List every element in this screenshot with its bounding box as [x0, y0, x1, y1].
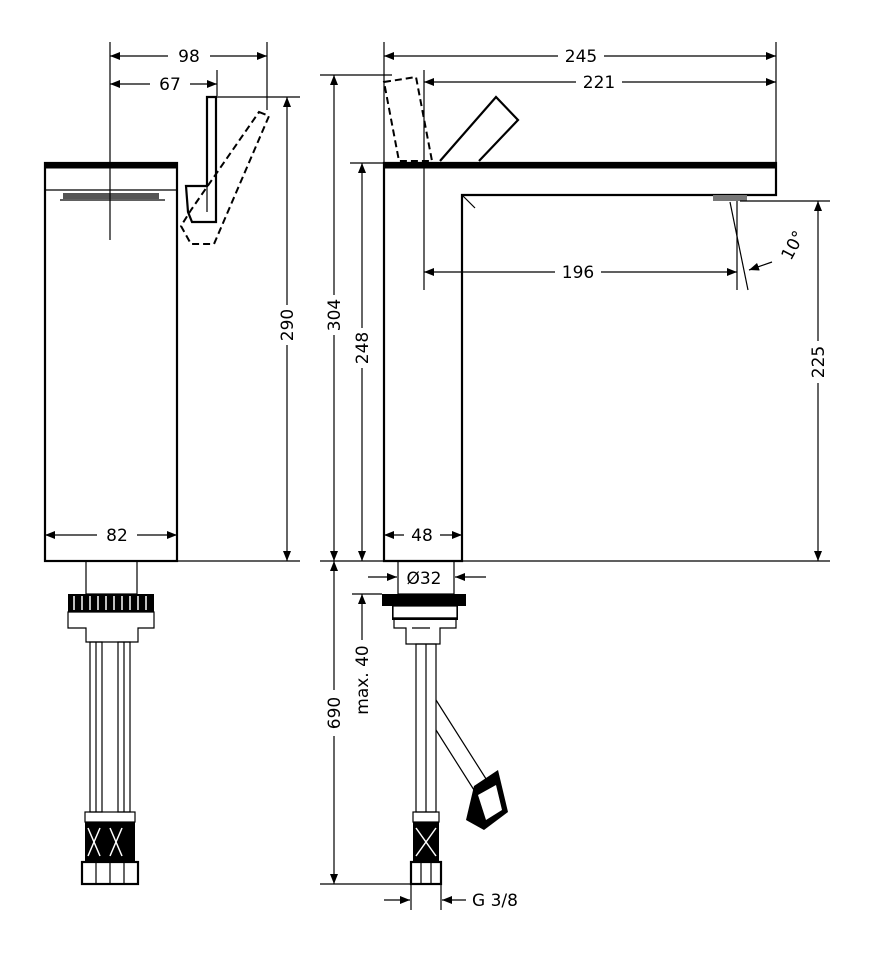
front-washer [393, 617, 457, 645]
side-view: 98 67 290 82 [43, 42, 300, 886]
front-inner-corner [461, 194, 476, 209]
dim-290-label: 290 [278, 309, 298, 341]
dim-10deg-arrow [748, 261, 773, 271]
front-hex-nut [409, 860, 443, 886]
dim-245-label: 245 [565, 47, 597, 67]
dim-304-label: 304 [325, 299, 345, 331]
front-aerator [713, 195, 747, 201]
side-lever-open-position [179, 110, 271, 245]
side-fitting-crosshatch [87, 827, 123, 857]
side-body-outline [43, 161, 179, 563]
dim-max40-label: max. 40 [353, 645, 373, 714]
dim-82-label: 82 [106, 526, 128, 546]
dim-221-label: 221 [583, 73, 615, 93]
dim-67-label: 67 [159, 75, 181, 95]
dim-diameter-label: Ø32 [406, 569, 441, 589]
front-view: 245 221 304 248 196 10° 225 48 Ø32 [320, 42, 830, 911]
side-washer [67, 611, 155, 643]
front-hose-angled [435, 699, 489, 791]
front-hose-collar [412, 811, 440, 823]
dim-98-label: 98 [178, 47, 200, 67]
dim-10deg-label: 10° [778, 228, 810, 264]
front-body-outline [382, 161, 778, 563]
side-hose-collar [84, 811, 136, 823]
side-mounting-nut [68, 594, 154, 612]
dim-248-label: 248 [353, 332, 373, 364]
side-nut-threads [73, 596, 147, 610]
front-lever-handle [439, 95, 520, 162]
front-lever-open-position [382, 75, 434, 162]
dim-48-label: 48 [411, 526, 433, 546]
dim-690-label: 690 [325, 697, 345, 729]
side-shank [85, 560, 138, 595]
dim-thread-label: G 3/8 [472, 891, 518, 911]
dim-225-label: 225 [809, 346, 829, 378]
dim-196-label: 196 [562, 263, 594, 283]
side-aerator-grille [63, 193, 159, 199]
side-lever-handle [184, 95, 218, 224]
